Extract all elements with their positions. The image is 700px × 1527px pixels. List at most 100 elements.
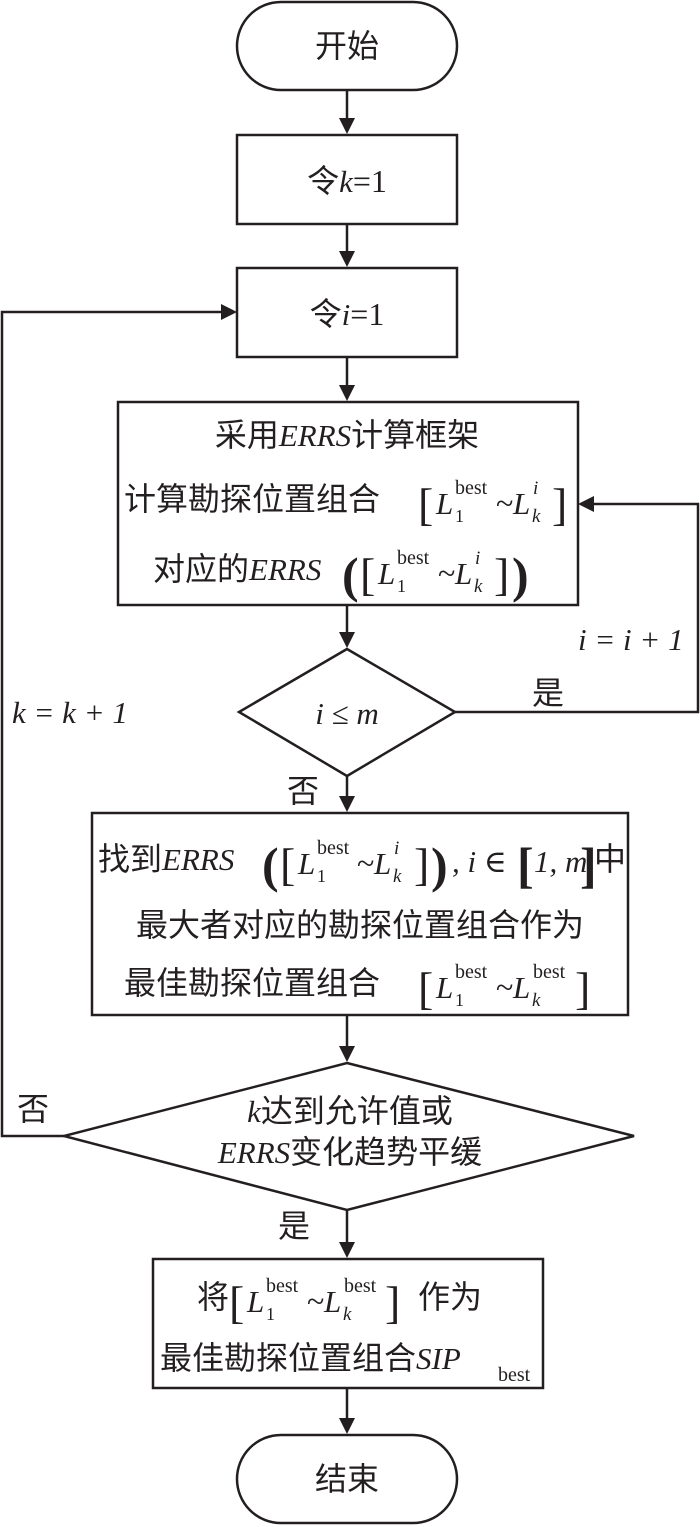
set-i-label: 令i=1 bbox=[310, 296, 385, 332]
bracket-right: ] bbox=[385, 1277, 400, 1328]
arrowhead-loop-i bbox=[578, 496, 594, 512]
L-symbol: L bbox=[373, 846, 391, 881]
subscript-1: 1 bbox=[266, 1304, 275, 1324]
subscript-1: 1 bbox=[455, 990, 464, 1010]
tilde-symbol: ~ bbox=[307, 1283, 324, 1319]
output-line-1-prefix: 将 bbox=[197, 1279, 229, 1315]
subscript-1: 1 bbox=[397, 576, 406, 596]
bracket-left: [ bbox=[280, 839, 295, 890]
interval-values: 1, m bbox=[534, 844, 587, 879]
arrowhead-compute bbox=[339, 385, 355, 401]
start-terminal: 开始 bbox=[235, 0, 459, 92]
set-k-label: 令k=1 bbox=[307, 163, 387, 199]
bracket-left: [ bbox=[360, 549, 375, 600]
subscript-k: k bbox=[393, 866, 402, 887]
arrowhead-find bbox=[339, 796, 355, 812]
bracket-right: ] bbox=[552, 479, 567, 530]
find-line-1-suffix: 中 bbox=[594, 841, 626, 877]
arrowhead-decision-k bbox=[339, 1046, 355, 1062]
tilde-symbol: ~ bbox=[496, 485, 513, 521]
compute-line-2: 计算勘探位置组合 bbox=[124, 481, 380, 517]
arrowhead-end bbox=[339, 1418, 355, 1434]
subscript-k: k bbox=[532, 506, 541, 527]
start-label: 开始 bbox=[315, 28, 379, 64]
subscript-1: 1 bbox=[455, 506, 464, 526]
subscript-k: k bbox=[532, 990, 541, 1011]
find-line-3: 最佳勘探位置组合 bbox=[124, 965, 380, 1001]
output-line-2: 最佳勘探位置组合SIP bbox=[160, 1340, 461, 1376]
L-symbol: L bbox=[297, 846, 315, 881]
superscript-best: best bbox=[397, 547, 430, 569]
L-symbol: L bbox=[435, 970, 453, 1005]
superscript-best: best bbox=[533, 961, 566, 983]
L-symbol: L bbox=[454, 556, 472, 591]
tilde-symbol: ~ bbox=[438, 555, 455, 591]
edge-label-k-increment: k = k + 1 bbox=[12, 695, 128, 730]
superscript-best: best bbox=[455, 961, 488, 983]
subscript-k: k bbox=[343, 1304, 352, 1325]
superscript-i: i bbox=[475, 548, 480, 569]
L-symbol: L bbox=[377, 556, 395, 591]
find-box bbox=[90, 811, 630, 1017]
decision-i-shape bbox=[236, 647, 458, 778]
process-set-i: 令i=1 bbox=[235, 266, 459, 359]
sip-subscript-best: best bbox=[498, 1364, 531, 1386]
paren-right: ) bbox=[431, 837, 448, 893]
L-symbol: L bbox=[323, 1284, 341, 1319]
decision-k-line-2: ERRS变化趋势平缓 bbox=[217, 1134, 482, 1170]
end-terminal: 结束 bbox=[235, 1433, 459, 1525]
process-output: 将 [ L best 1 ~ L best k ] 作为 最佳勘探位置组合SIP… bbox=[151, 1257, 545, 1390]
process-compute-errs: 采用ERRS计算框架 计算勘探位置组合 [ L best 1 ~ L i k ]… bbox=[116, 400, 580, 607]
bracket-left: [ bbox=[418, 963, 433, 1014]
bracket-right: ] bbox=[575, 963, 590, 1014]
arrowhead-setk bbox=[339, 118, 355, 134]
tilde-symbol: ~ bbox=[357, 845, 374, 881]
decision-i-label: i ≤ m bbox=[315, 696, 379, 731]
L-symbol: L bbox=[435, 486, 453, 521]
bracket-left: [ bbox=[229, 1277, 244, 1328]
edge-label-no-loop-k: 否 bbox=[17, 1091, 49, 1127]
edge-label-i-increment: i = i + 1 bbox=[578, 622, 684, 657]
tilde-symbol: ~ bbox=[496, 969, 513, 1005]
output-box bbox=[151, 1257, 545, 1390]
paren-right: ) bbox=[512, 547, 529, 603]
paren-left: ( bbox=[342, 547, 359, 603]
end-label: 结束 bbox=[315, 1461, 379, 1497]
edge-label-no-to-find: 否 bbox=[287, 773, 319, 809]
L-symbol: L bbox=[512, 970, 530, 1005]
process-find-max: 找到ERRS ( [ L best 1 ~ L i k ] ) , i ∈ [ … bbox=[90, 811, 630, 1017]
superscript-best: best bbox=[266, 1275, 299, 1297]
L-symbol: L bbox=[246, 1284, 264, 1319]
bracket-right: ] bbox=[494, 549, 509, 600]
edge-label-yes-to-output: 是 bbox=[278, 1208, 310, 1244]
arrowhead-seti bbox=[339, 251, 355, 267]
decision-k-line-1: k达到允许值或 bbox=[247, 1093, 453, 1129]
find-line-2: 最大者对应的勘探位置组合作为 bbox=[136, 907, 584, 943]
end-shape bbox=[235, 1433, 459, 1525]
arrowhead-output bbox=[339, 1242, 355, 1258]
set-k-box bbox=[235, 133, 459, 226]
superscript-i: i bbox=[533, 478, 538, 499]
superscript-best: best bbox=[344, 1275, 377, 1297]
compute-box bbox=[116, 400, 580, 607]
edge-labels: 是 否 否 是 i = i + 1 k = k + 1 bbox=[12, 622, 684, 1244]
decision-k-shape bbox=[59, 1061, 635, 1212]
set-i-box bbox=[235, 266, 459, 359]
decision-k-converged: k达到允许值或 ERRS变化趋势平缓 bbox=[59, 1061, 635, 1212]
bracket-right: ] bbox=[414, 839, 429, 890]
paren-left: ( bbox=[262, 837, 279, 893]
output-line-1-suffix: 作为 bbox=[418, 1279, 482, 1315]
subscript-1: 1 bbox=[317, 866, 326, 886]
find-index-range-prefix: , i ∈ bbox=[452, 844, 507, 879]
subscript-k: k bbox=[474, 576, 483, 597]
arrowhead-decision-i bbox=[339, 632, 355, 648]
L-symbol: L bbox=[512, 486, 530, 521]
superscript-best: best bbox=[455, 477, 488, 499]
interval-right: ] bbox=[580, 837, 597, 893]
superscript-i: i bbox=[394, 838, 399, 859]
bracket-left: [ bbox=[418, 479, 433, 530]
loop-i-increment bbox=[455, 502, 700, 714]
connectors bbox=[0, 90, 700, 1434]
loop-k-increment bbox=[0, 310, 223, 1138]
